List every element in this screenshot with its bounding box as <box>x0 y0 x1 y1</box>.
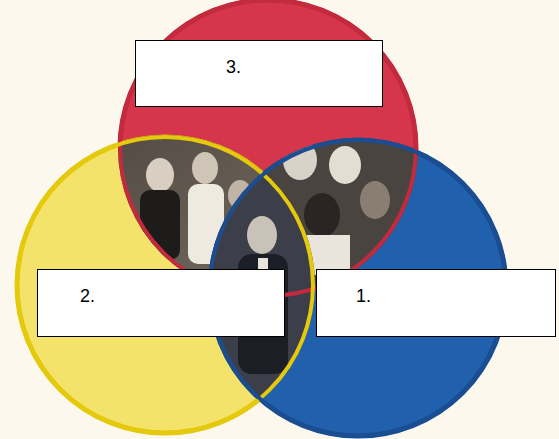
red-ring <box>120 0 416 296</box>
answer-box: 1. <box>316 269 556 337</box>
yellow-circle <box>17 137 313 433</box>
callout-number: 2. <box>80 285 284 307</box>
callout-number: 1. <box>356 285 555 307</box>
answer-box: 3. <box>135 40 383 107</box>
yellow-ring <box>17 137 313 433</box>
answer-box: 2. <box>37 269 285 337</box>
callout-number: 3. <box>226 56 382 78</box>
